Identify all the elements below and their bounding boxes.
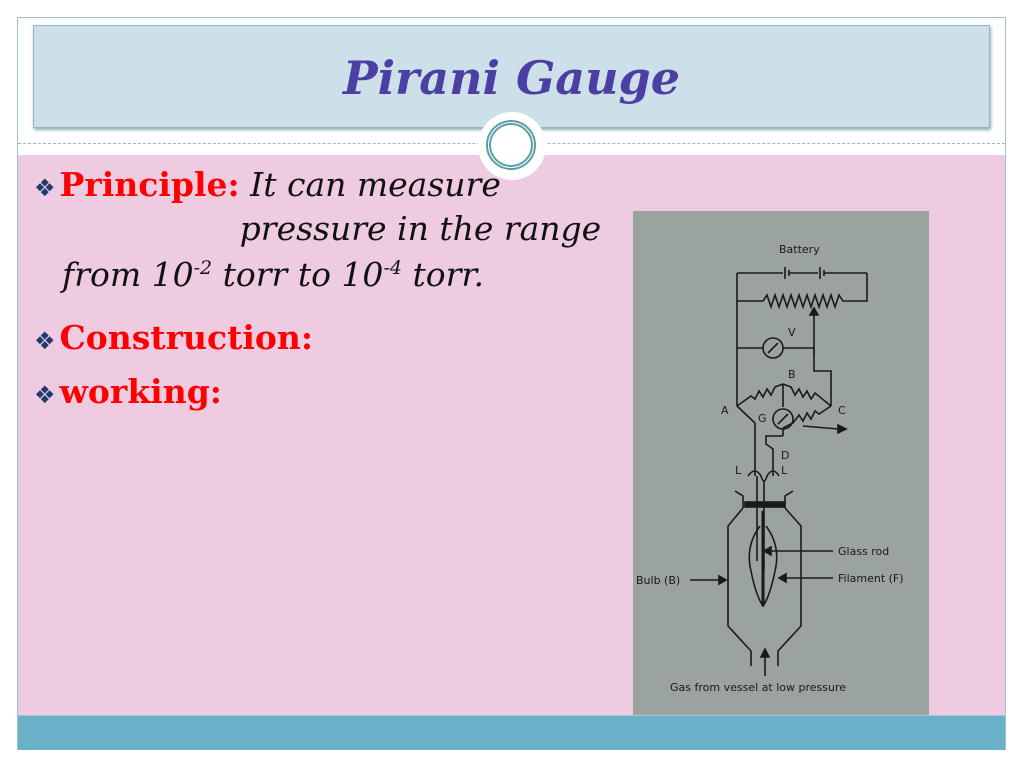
ring-ornament-inner-icon <box>489 123 533 167</box>
principle-label: Principle: <box>59 165 240 204</box>
range-from-text: from 10 <box>62 255 194 294</box>
range-unit-text: torr. <box>401 255 484 294</box>
glass-rod-label: Glass rod <box>838 545 889 558</box>
voltmeter-label: V <box>788 326 796 339</box>
footer-bar <box>18 715 1005 750</box>
slide-title: Pirani Gauge <box>342 50 680 105</box>
node-c-label: C <box>838 404 846 417</box>
construction-label: Construction: <box>59 318 314 357</box>
filament-label: Filament (F) <box>838 572 904 585</box>
principle-text-line1: It can measure pressure in the range <box>239 165 602 248</box>
range-to-text: torr to 10 <box>212 255 384 294</box>
node-b-label: B <box>788 368 796 381</box>
exponent-2: -4 <box>383 257 402 279</box>
title-box: Pirani Gauge <box>33 25 990 128</box>
bullet-list: ❖ Principle: It can measure pressure in … <box>34 163 634 417</box>
battery-label: Battery <box>779 243 820 256</box>
diamond-bullet-icon: ❖ <box>34 381 56 409</box>
lead-left-label: L <box>735 464 742 477</box>
pirani-gauge-diagram: Battery V B A C G D <box>633 211 929 716</box>
bullet-construction: ❖ Construction: <box>34 309 634 370</box>
bullet-working: ❖ working: <box>34 370 634 417</box>
diamond-bullet-icon: ❖ <box>34 327 56 355</box>
node-d-label: D <box>781 449 789 462</box>
bullet-principle: ❖ Principle: It can measure pressure in … <box>34 163 634 251</box>
principle-text: It can measure pressure in the range <box>240 163 634 251</box>
diamond-bullet-icon: ❖ <box>34 174 56 202</box>
lead-right-label: L <box>781 464 788 477</box>
node-a-label: A <box>721 404 729 417</box>
working-label: working: <box>59 372 222 411</box>
exponent-1: -2 <box>193 257 213 279</box>
galvanometer-label: G <box>758 412 767 425</box>
gas-inlet-label: Gas from vessel at low pressure <box>670 681 846 694</box>
bulb-label: Bulb (B) <box>636 574 680 587</box>
principle-text-line2: from 10-2 torr to 10-4 torr. <box>34 251 634 299</box>
